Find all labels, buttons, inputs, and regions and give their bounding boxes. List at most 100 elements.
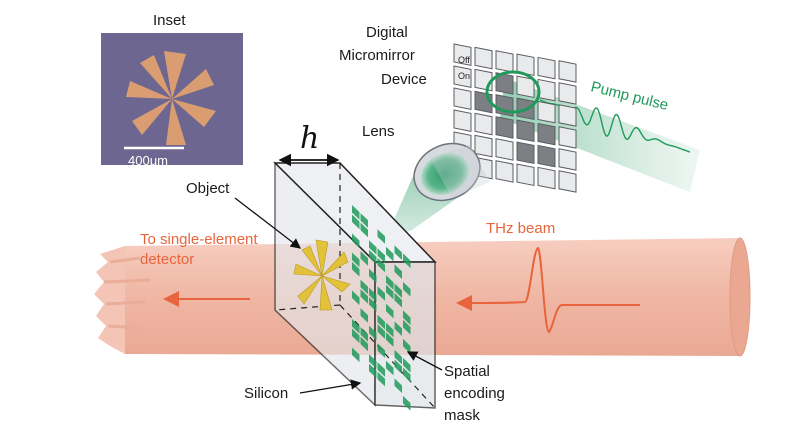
mask-label-line1: Spatial xyxy=(444,363,490,380)
detector-label-line2: detector xyxy=(140,251,194,268)
scale-bar-label: 400μm xyxy=(128,153,168,168)
mask-pixel xyxy=(386,284,394,300)
mask-pixel xyxy=(377,314,385,330)
micromirror-cell xyxy=(558,82,577,105)
micromirror-cell xyxy=(537,56,556,80)
micromirror-cell xyxy=(537,78,556,102)
detector-label-line1: To single-element xyxy=(140,231,258,248)
mask-pixel xyxy=(352,319,360,334)
mask-pixel xyxy=(360,279,368,295)
mask-pixel xyxy=(403,281,411,297)
mask-pixel xyxy=(386,332,394,347)
micromirror-cell xyxy=(474,46,493,70)
mask-label-line2: encoding xyxy=(444,385,505,402)
mask-pixel xyxy=(360,222,368,238)
dmd-off-label: Off xyxy=(458,55,470,65)
mask-pixel xyxy=(377,248,385,263)
mask-pixel xyxy=(394,321,402,336)
thz-waveform xyxy=(464,246,640,334)
micromirror-cell xyxy=(516,53,535,77)
micromirror-cell xyxy=(453,43,472,66)
mask-pixel xyxy=(377,371,385,387)
lens-label: Lens xyxy=(362,123,395,140)
mask-pixel xyxy=(360,336,368,352)
mask-pixel xyxy=(394,378,402,393)
micromirror-cell xyxy=(516,119,535,143)
mask-pixel xyxy=(352,214,360,230)
mask-pixel xyxy=(377,324,385,339)
mask-pixel xyxy=(394,359,402,374)
mask-label-line3: mask xyxy=(444,407,480,424)
micromirror-cell xyxy=(474,134,493,158)
micromirror-cell xyxy=(537,122,556,146)
pump-pulse-label: Pump pulse xyxy=(589,78,670,114)
micromirror-cell xyxy=(495,116,514,139)
mask-pixel xyxy=(377,343,385,358)
micromirror-cell xyxy=(537,166,556,190)
silicon-label: Silicon xyxy=(244,385,288,402)
mask-pixel xyxy=(394,264,402,279)
micromirror-cell xyxy=(558,170,577,193)
mask-pixel xyxy=(369,297,377,312)
mask-pixel xyxy=(369,287,377,303)
mask-pixel xyxy=(352,262,360,277)
object-pointer xyxy=(234,197,302,249)
mask-pixel xyxy=(386,275,394,290)
mask-pixel xyxy=(386,246,394,262)
mask-pixel xyxy=(369,325,377,341)
micromirror-cell xyxy=(495,138,514,161)
micromirror-cell xyxy=(474,112,493,136)
micromirror-cell xyxy=(516,75,535,99)
mask-pixel xyxy=(403,310,411,326)
silicon-pointer xyxy=(299,379,362,394)
mask-pixel xyxy=(360,251,368,266)
mask-pixel xyxy=(377,229,385,244)
inset-title: Inset xyxy=(153,12,186,29)
mask-pixel xyxy=(352,290,360,306)
mask-pixel xyxy=(377,286,385,301)
micromirror-cell xyxy=(495,160,514,183)
mask-pointer xyxy=(406,351,443,371)
thickness-label: h xyxy=(300,121,319,156)
mask-pixel xyxy=(352,347,360,363)
pump-spot-ring xyxy=(485,70,541,114)
mask-pixel xyxy=(386,360,394,376)
mask-pixel xyxy=(369,354,377,369)
mask-pixel xyxy=(369,240,377,255)
dmd-label-line2: Micromirror xyxy=(339,47,415,64)
mask-pixel xyxy=(352,328,360,344)
micromirror-cell xyxy=(558,60,577,83)
micromirror-cell xyxy=(558,126,577,149)
micromirror-cell xyxy=(558,104,577,127)
micromirror-cell xyxy=(453,109,472,132)
micromirror-cell xyxy=(453,87,472,110)
object-label: Object xyxy=(186,180,230,197)
inset-image xyxy=(101,33,243,165)
micromirror-cell xyxy=(537,144,556,168)
mask-pixel xyxy=(360,308,368,323)
mask-pixel xyxy=(377,257,385,273)
micromirror-cell xyxy=(558,148,577,171)
micromirror-cell xyxy=(516,163,535,187)
digital-micromirror-device xyxy=(453,43,577,193)
object-pattern xyxy=(293,239,351,311)
mask-pixel xyxy=(403,253,411,269)
mask-pixel xyxy=(394,283,402,298)
micromirror-cell xyxy=(516,141,535,165)
mask-pixel xyxy=(360,327,368,342)
mask-pixel xyxy=(394,349,402,365)
mask-pixel xyxy=(360,289,368,304)
micromirror-cell xyxy=(495,50,514,73)
mask-pixel xyxy=(403,395,411,411)
dmd-label-line3: Device xyxy=(381,71,427,88)
mask-pixel xyxy=(403,319,411,335)
micromirror-cell xyxy=(537,100,556,124)
mask-pixel xyxy=(386,322,394,338)
mask-pixel xyxy=(369,268,377,284)
mask-pixel xyxy=(394,245,402,260)
micromirror-cell xyxy=(474,68,493,92)
mask-pixel xyxy=(360,213,368,228)
mask-pixel xyxy=(394,292,402,308)
mask-pixel xyxy=(403,338,411,354)
